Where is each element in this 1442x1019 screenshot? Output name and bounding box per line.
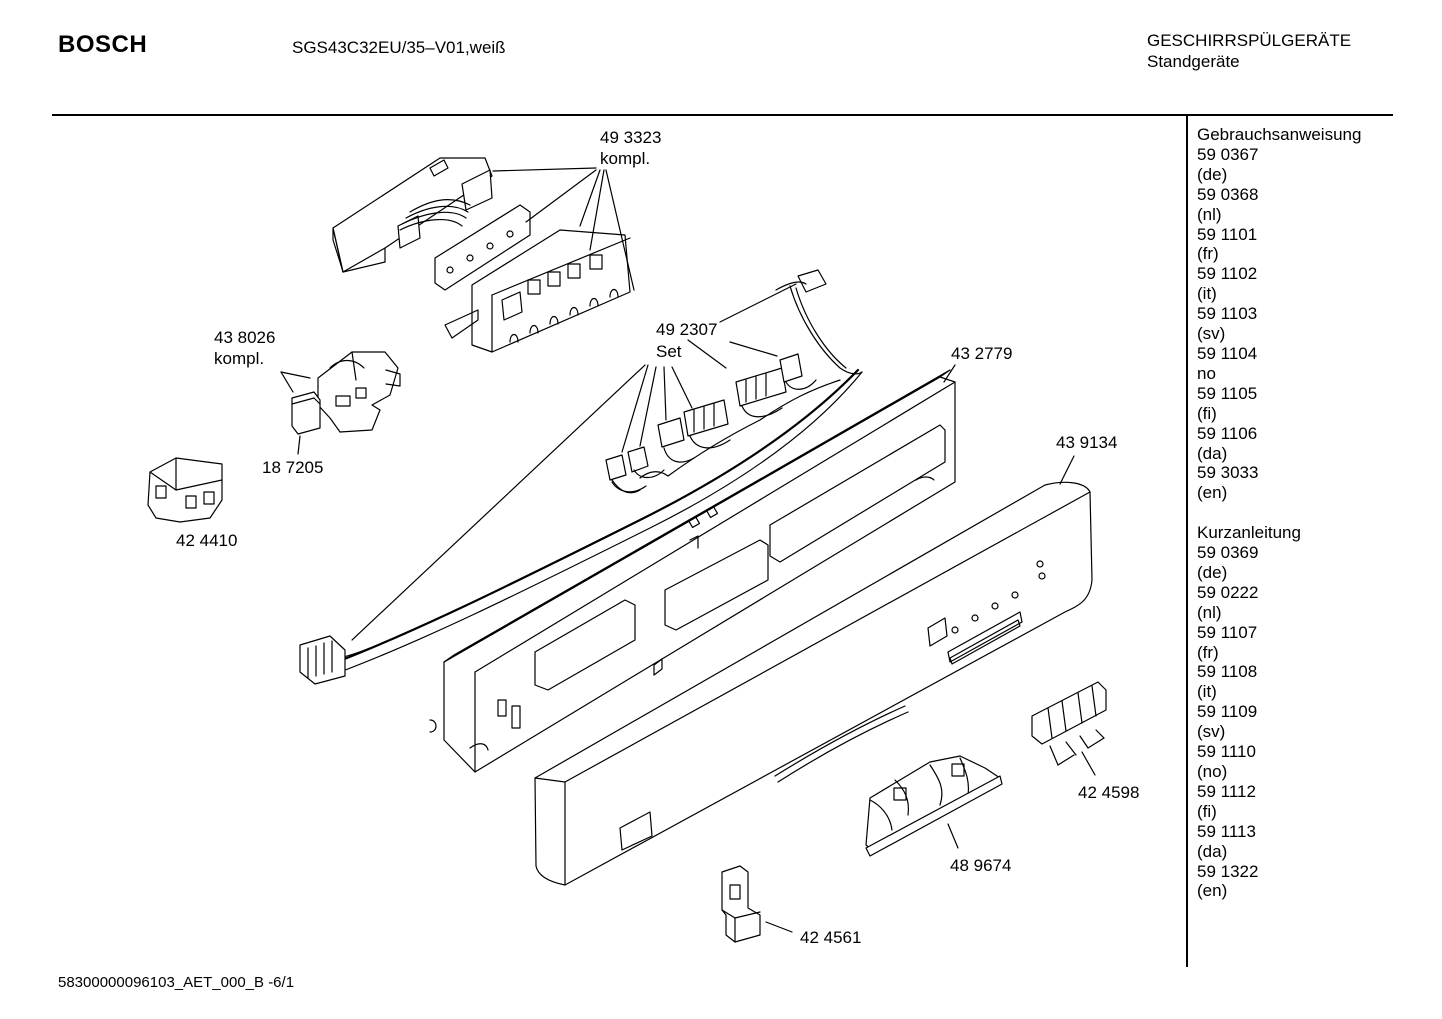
manual-item: 59 1101 [1197, 224, 1258, 244]
manual-section-title: Gebrauchsanweisung [1197, 125, 1362, 144]
leader-187205 [297, 435, 301, 455]
label-493323: 49 3323 [600, 128, 661, 147]
label-432779: 43 2779 [951, 344, 1012, 363]
category-block: GESCHIRRSPÜLGERÄTE Standgeräte [1147, 30, 1351, 72]
leader-424598 [1049, 729, 1105, 776]
document-id: 58300000096103_AET_000_B -6/1 [58, 974, 295, 991]
brand-logo: BOSCH [58, 31, 148, 58]
leader-492307 [351, 283, 797, 641]
quickguide-item: 59 1322 [1197, 861, 1259, 881]
label-489674: 48 9674 [950, 856, 1011, 875]
quickguide-item: (fr) [1197, 642, 1219, 662]
electronic-module-part [332, 157, 631, 353]
button-set-part [1031, 681, 1107, 745]
manual-item: 59 3033 [1197, 463, 1259, 483]
manual-item: 59 0368 [1197, 184, 1259, 204]
leader-493323 [492, 167, 635, 291]
quickguide-item: (fi) [1197, 801, 1217, 821]
manual-item: 59 1104 [1197, 343, 1258, 363]
quickguide-item: (nl) [1197, 602, 1222, 622]
relay-block-part [147, 457, 223, 523]
category-subtitle: Standgeräte [1147, 52, 1240, 71]
manual-section: Gebrauchsanweisung 59 0367 (de) 59 0368 … [1197, 125, 1397, 503]
manual-item: (it) [1197, 284, 1217, 304]
manual-item: (sv) [1197, 324, 1226, 344]
label-424561: 42 4561 [800, 928, 861, 947]
exploded-view-drawing: 49 3323 kompl. 43 8026 kompl. 18 7205 42… [147, 128, 1139, 947]
cable-harness-part [299, 269, 863, 685]
quickguide-item: (sv) [1197, 722, 1226, 742]
label-424410: 42 4410 [176, 531, 237, 550]
quickguide-item: 59 1113 [1197, 821, 1256, 841]
manual-item: (fr) [1197, 244, 1219, 264]
manual-item: no [1197, 363, 1216, 383]
leader-424561 [765, 921, 793, 933]
label-438026-note: kompl. [214, 349, 264, 368]
quickguide-item: 59 1108 [1197, 662, 1258, 682]
manual-item: 59 1105 [1197, 383, 1258, 403]
manual-item: (en) [1197, 483, 1228, 503]
leader-489674 [947, 823, 959, 849]
manual-item: 59 0367 [1197, 144, 1259, 164]
label-492307: 49 2307 [656, 320, 717, 339]
category-title: GESCHIRRSPÜLGERÄTE [1147, 31, 1352, 50]
label-438026: 43 8026 [214, 328, 275, 347]
sidebar-divider [1186, 116, 1188, 967]
capacitor-part [291, 391, 321, 435]
model-number: SGS43C32EU/35–V01,weiß [292, 38, 506, 57]
quickguide-item: (it) [1197, 682, 1217, 702]
quickguide-item: 59 1110 [1197, 742, 1256, 762]
quickguide-item: 59 1109 [1197, 702, 1258, 722]
header-divider [52, 114, 1393, 116]
quickguide-section-title: Kurzanleitung [1197, 523, 1301, 543]
quickguide-section: Kurzanleitung 59 0369 (de) 59 0222 (nl) … [1197, 523, 1397, 901]
control-panel-frame-part [429, 369, 956, 773]
manual-item: (da) [1197, 443, 1228, 463]
leader-439134 [1059, 455, 1075, 485]
manual-item: (de) [1197, 164, 1228, 184]
label-439134: 43 9134 [1056, 433, 1117, 452]
quickguide-item: (da) [1197, 841, 1228, 861]
quickguide-item: 59 1112 [1197, 781, 1256, 801]
label-187205: 18 7205 [262, 458, 323, 477]
latch-part [721, 865, 761, 943]
label-424598: 42 4598 [1078, 783, 1139, 802]
label-492307-note: Set [656, 342, 682, 361]
manual-item: 59 1102 [1197, 264, 1258, 284]
label-493323-note: kompl. [600, 149, 650, 168]
manual-item: 59 1106 [1197, 423, 1258, 443]
leader-438026 [280, 371, 311, 393]
manual-item: (fi) [1197, 403, 1217, 423]
quickguide-item: 59 0222 [1197, 582, 1259, 602]
part-labels: 49 3323 kompl. 43 8026 kompl. 18 7205 42… [176, 128, 1139, 947]
manual-item: 59 1103 [1197, 304, 1258, 324]
quickguide-item: (de) [1197, 562, 1228, 582]
quickguide-item: (no) [1197, 761, 1228, 781]
quickguide-item: 59 1107 [1197, 622, 1258, 642]
quickguide-item: (en) [1197, 881, 1228, 901]
door-switch-part [317, 351, 401, 433]
front-panel-part [534, 481, 1093, 886]
handle-insert-part [865, 755, 1003, 857]
documentation-sidebar: Gebrauchsanweisung 59 0367 (de) 59 0368 … [1197, 125, 1397, 901]
leader-432779 [943, 364, 956, 383]
manual-item: (nl) [1197, 204, 1222, 224]
quickguide-item: 59 0369 [1197, 543, 1259, 563]
